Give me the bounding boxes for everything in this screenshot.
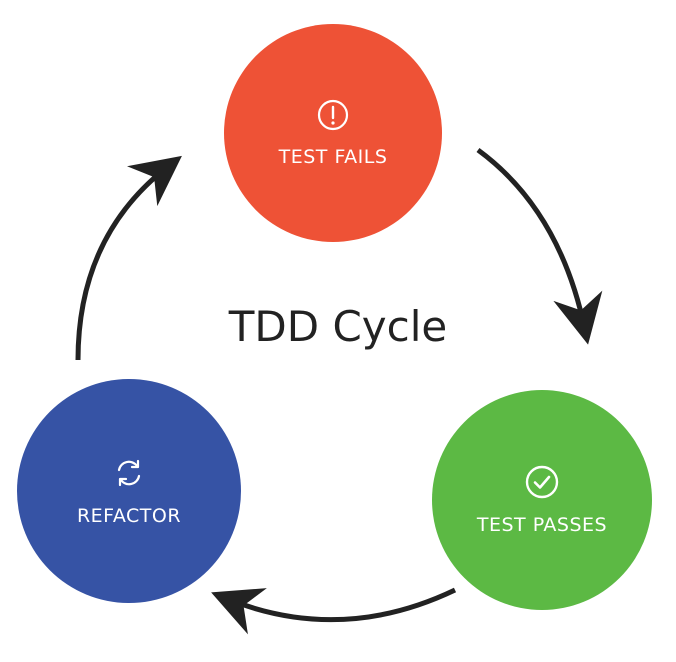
test-fails-label: TEST FAILS — [278, 146, 388, 168]
refresh-icon — [111, 455, 147, 491]
arrow-passes-to-refactor — [211, 587, 457, 635]
check-circle-icon — [524, 464, 560, 500]
arrow-refactor-to-fails — [75, 155, 182, 361]
exclamation-circle-icon — [316, 98, 350, 132]
arrow-fails-to-passes — [476, 147, 603, 345]
test-passes-node: TEST PASSES — [432, 390, 652, 610]
test-fails-node: TEST FAILS — [224, 24, 442, 242]
diagram-title: TDD Cycle — [228, 302, 448, 351]
refactor-label: REFACTOR — [76, 505, 182, 527]
refactor-node: REFACTOR — [17, 379, 241, 603]
test-passes-label: TEST PASSES — [476, 514, 608, 536]
